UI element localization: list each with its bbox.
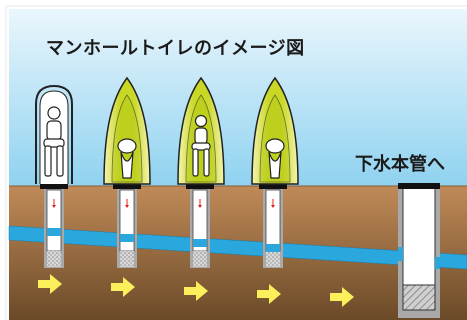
diagram-title: マンホールトイレのイメージ図 [46, 38, 305, 59]
sky [9, 9, 467, 186]
manhole-shaft-4 [259, 184, 287, 268]
toilet-booth-1 [35, 84, 73, 184]
manhole-shaft-2 [113, 184, 141, 268]
toilet-tent-2 [103, 76, 151, 185]
outer-frame [5, 5, 467, 320]
manhole-shaft-1 [40, 184, 68, 268]
toilet-tent-4 [251, 76, 299, 185]
flow-down-arrows [52, 199, 275, 208]
sewer-main-manhole [398, 183, 440, 318]
manhole-shaft-3 [186, 184, 214, 268]
flow-right-arrows [38, 274, 354, 307]
sewer-main-label: 下水本管へ [355, 154, 445, 175]
toilet-tent-3 [177, 76, 225, 185]
